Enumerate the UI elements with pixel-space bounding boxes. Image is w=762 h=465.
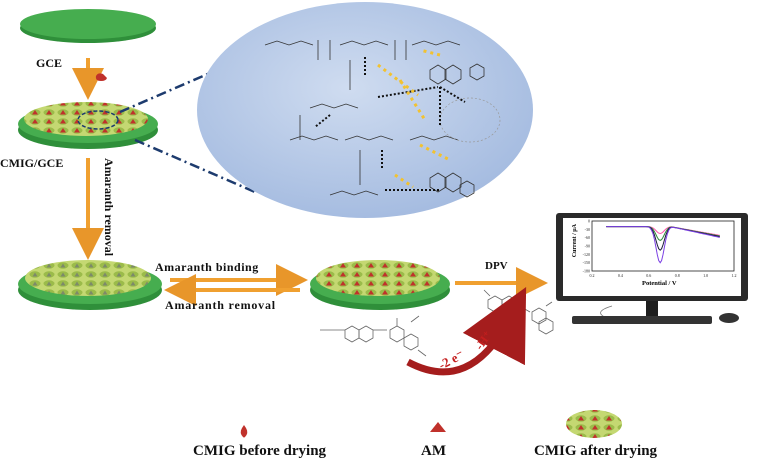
- molecular-structure-zoom: [197, 2, 533, 218]
- cmig-film-icon: [566, 410, 622, 438]
- mip-electrode-empty: [18, 260, 162, 310]
- plot-xtick: 0.2: [590, 273, 595, 278]
- dpv-label: DPV: [485, 260, 508, 272]
- plot-xlabel: Potential / V: [642, 280, 677, 287]
- plot-xtick: 0.6: [646, 273, 651, 278]
- droplet-icon: [95, 73, 107, 81]
- mip-electrode-bound: [310, 260, 450, 310]
- plot-ytick: -150: [583, 260, 590, 265]
- legend-label-am: AM: [421, 443, 446, 459]
- oxidized-amaranth-molecule: [483, 289, 554, 335]
- plot-ytick: -180: [583, 269, 590, 274]
- gce-electrode: [20, 9, 156, 43]
- cmig-gce-electrode: [18, 102, 158, 149]
- gce-label: GCE: [36, 56, 63, 70]
- plot-ytick: 0: [588, 219, 590, 224]
- binding-label: Amaranth binding: [155, 260, 259, 274]
- amaranth-molecule: [320, 315, 427, 357]
- plot-xtick: 0.8: [675, 273, 680, 278]
- cmig-gce-label: CMIG/GCE: [0, 156, 64, 170]
- plot-xtick: 0.4: [618, 273, 623, 278]
- plot-ytick: -30: [585, 227, 590, 232]
- plot-ylabel: Current / μA: [572, 224, 578, 258]
- zoom-line-bottom: [134, 138, 256, 194]
- plot-ytick: -90: [585, 244, 590, 249]
- plot-xtick: 1.2: [732, 273, 737, 278]
- dpv-curve: [606, 226, 720, 264]
- mouse: [719, 313, 739, 323]
- computer-monitor: [556, 213, 748, 323]
- legend-label-cmig-after: CMIG after drying: [534, 443, 658, 459]
- triangle-icon: [430, 422, 446, 432]
- legend-label-cmig-before: CMIG before drying: [193, 443, 327, 459]
- keyboard: [572, 316, 712, 324]
- vertical-removal-label: Amaranth removal: [102, 158, 116, 257]
- plot-ytick: -60: [585, 235, 590, 240]
- plot-frame: [591, 220, 735, 272]
- plot-xtick: 1.0: [703, 273, 708, 278]
- removal-label: Amaranth removal: [165, 298, 276, 312]
- dpv-plot: 0.2 0.4 0.6 0.8 1.0 1.2 0 -30 -60 -90 -120 -150 -180: [583, 219, 737, 279]
- plot-ytick: -120: [583, 252, 590, 257]
- droplet-icon: [240, 425, 248, 438]
- reaction-arrow: [406, 286, 527, 376]
